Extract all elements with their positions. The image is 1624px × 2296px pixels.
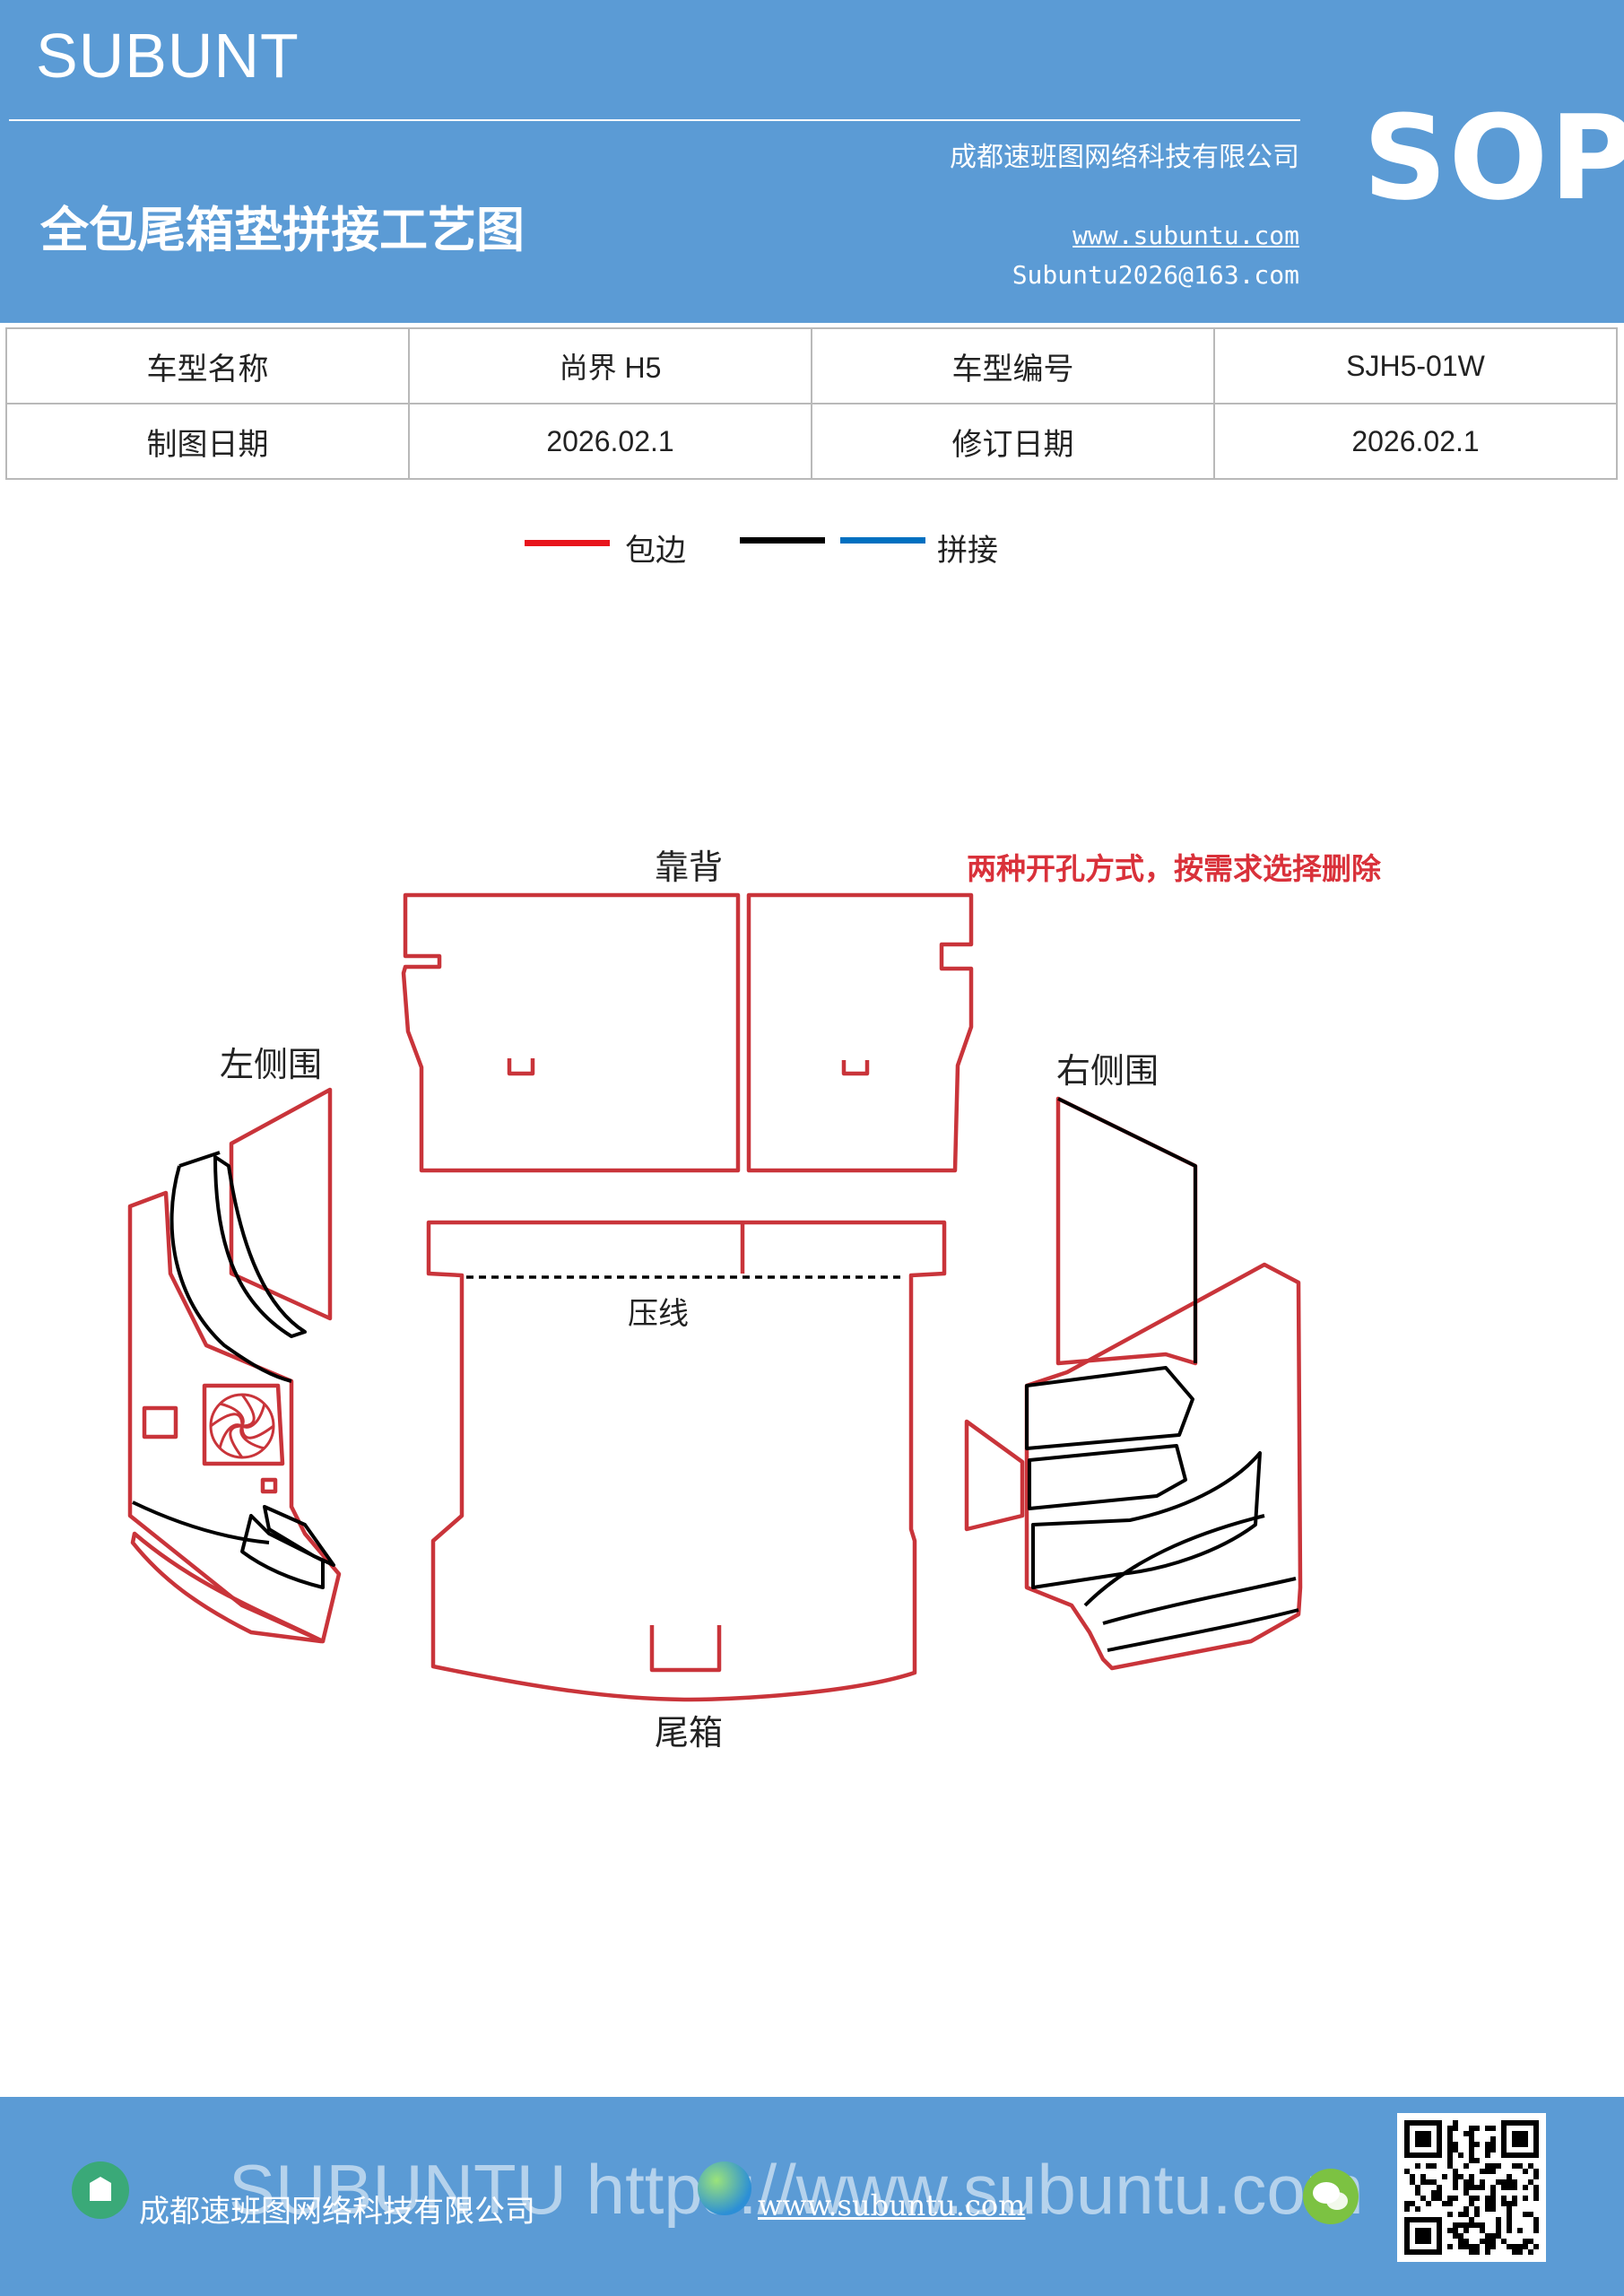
legend-label-seam: 拼接 <box>937 533 998 569</box>
model-name-label: 车型名称 <box>5 327 410 404</box>
qr-code[interactable] <box>1397 2113 1546 2262</box>
footer-banner: SUBUNTU https://www.subuntu.com 成都速班图网络科… <box>0 2097 1624 2296</box>
sop-badge: SOP <box>1363 90 1624 226</box>
legend-swatch-black <box>740 537 825 544</box>
drawing-date-label: 制图日期 <box>5 403 410 480</box>
table-row: 制图日期 2026.02.1 修订日期 2026.02.1 <box>5 403 1618 480</box>
qr-code-image <box>1404 2120 1539 2255</box>
vehicle-info-table: 车型名称 尚界 H5 车型编号 SJH5-01W 制图日期 2026.02.1 … <box>5 327 1618 480</box>
mat-pattern-diagram: 靠背 两种开孔方式，按需求选择删除 左侧围 右侧围 压线 尾箱 <box>127 848 1382 1752</box>
right-side-label: 右侧围 <box>1056 1051 1159 1091</box>
website-link[interactable]: www.subuntu.com <box>1073 221 1299 250</box>
header-divider <box>9 119 1300 121</box>
line-legend: 包边 拼接 <box>0 520 1624 574</box>
company-name: 成都速班图网络科技有限公司 <box>950 142 1299 173</box>
left-side-label: 左侧围 <box>220 1045 322 1084</box>
right-curve-bottom <box>1107 1608 1299 1652</box>
right-piece-1 <box>1025 1366 1194 1450</box>
left-bottom-curve <box>132 1500 270 1544</box>
model-code-label: 车型编号 <box>811 327 1215 404</box>
left-lower-piece <box>240 1514 325 1589</box>
header-banner: SUBUNT 全包尾箱垫拼接工艺图 成都速班图网络科技有限公司 www.subu… <box>0 0 1624 323</box>
revision-date-label: 修订日期 <box>811 403 1215 480</box>
speaker-pattern <box>209 1393 275 1459</box>
model-code-value: SJH5-01W <box>1213 327 1618 404</box>
right-curve-lower <box>1102 1577 1297 1625</box>
table-row: 车型名称 尚界 H5 车型编号 SJH5-01W <box>5 327 1618 404</box>
holes-note: 两种开孔方式，按需求选择删除 <box>967 851 1382 886</box>
right-piece-2 <box>1028 1444 1187 1510</box>
footer-website-link[interactable]: www.subuntu.com <box>758 2188 1026 2222</box>
left-curve-1 <box>169 1165 292 1383</box>
right-side-top-piece <box>1055 1096 1198 1366</box>
trunk-label: 尾箱 <box>655 1713 723 1752</box>
legend-swatch-edge <box>525 540 610 546</box>
revision-date-value: 2026.02.1 <box>1213 403 1618 480</box>
right-piece-3 <box>1031 1451 1262 1589</box>
trunk-floor-panel <box>426 1220 947 1702</box>
email-address[interactable]: Subuntu2026@163.com <box>1012 260 1299 290</box>
backrest-right-panel <box>746 892 974 1173</box>
backrest-left-panel <box>401 892 741 1173</box>
left-side-small-vent <box>260 1477 278 1494</box>
left-side-strip <box>130 1531 326 1644</box>
speaker-spokes <box>210 1394 274 1458</box>
left-lower-piece-2 <box>263 1505 335 1567</box>
drawing-date-value: 2026.02.1 <box>408 403 812 480</box>
backrest-right-notch <box>841 1060 870 1076</box>
right-side-triangle <box>964 1419 1025 1532</box>
left-curve-2 <box>213 1155 307 1338</box>
right-top-piece-inner <box>1057 1097 1197 1363</box>
document-title: 全包尾箱垫拼接工艺图 <box>40 202 525 258</box>
brand-name: SUBUNT <box>36 21 300 91</box>
legend-label-edge: 包边 <box>625 533 686 569</box>
backrest-label: 靠背 <box>655 848 723 887</box>
crease-label: 压线 <box>628 1296 689 1332</box>
footer-watermark: SUBUNTU https://www.subuntu.com <box>229 2150 1364 2229</box>
right-curve-long <box>1083 1514 1265 1607</box>
trunk-handle-slot <box>649 1625 722 1673</box>
footer-company-name: 成都速班图网络科技有限公司 <box>139 2194 535 2230</box>
globe-icon <box>698 2161 751 2215</box>
building-icon <box>72 2161 129 2219</box>
left-curve-3 <box>178 1151 221 1168</box>
wechat-icon[interactable] <box>1303 2169 1359 2224</box>
left-side-top-piece <box>229 1087 333 1321</box>
legend-swatch-seam <box>840 537 925 544</box>
left-side-speaker-grille <box>202 1383 285 1466</box>
model-name-value: 尚界 H5 <box>408 327 812 404</box>
backrest-left-notch <box>507 1058 535 1076</box>
left-side-square-vent <box>142 1405 178 1439</box>
